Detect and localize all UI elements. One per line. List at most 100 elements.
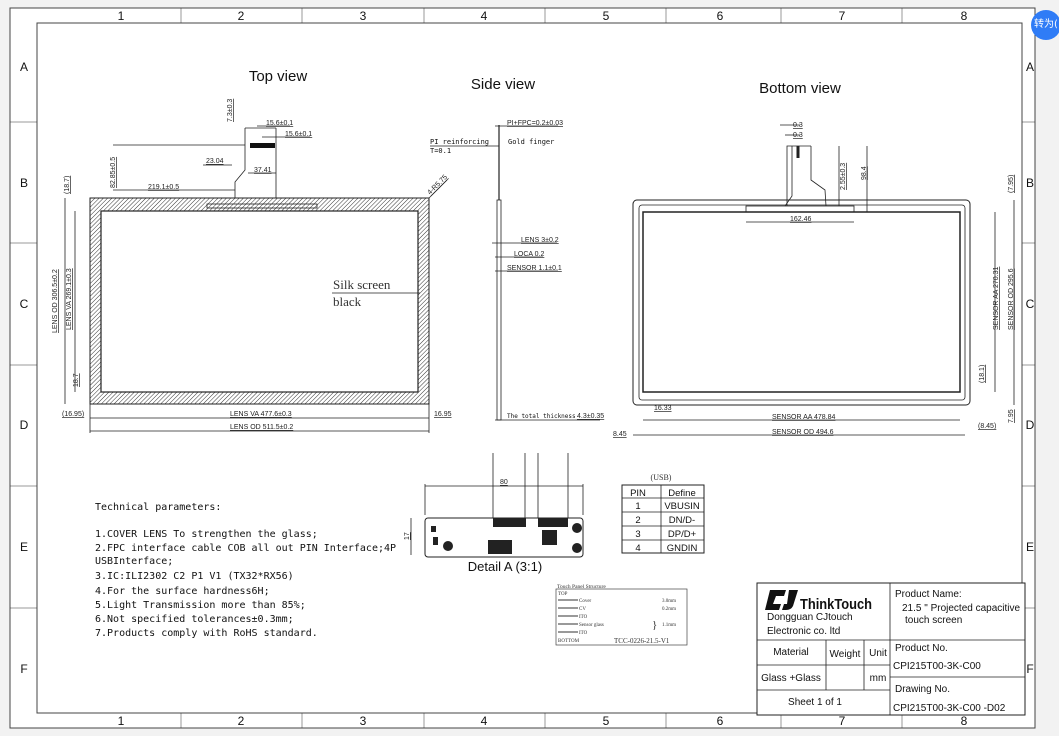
product-no-label: Product No. <box>895 643 948 654</box>
column-label: 6 <box>717 9 724 23</box>
detail-height-dim: 17 <box>404 532 411 540</box>
row-label: C <box>1026 297 1035 311</box>
unit-label: Unit <box>869 648 887 659</box>
tech-param-item: 6.Not specified tolerances±0.3mm; <box>95 614 294 625</box>
title-block: ThinkTouch Dongguan CJtouch Electronic c… <box>756 582 1026 716</box>
dimension-label: 98.4 <box>861 166 868 180</box>
dimension-label: 0.3 <box>793 132 803 139</box>
product-name: 21.5 " Projected capacitive <box>902 603 1021 614</box>
dimension-label: (8.45) <box>978 423 996 430</box>
row-label: D <box>1026 418 1035 432</box>
structure-top: TOP <box>558 592 568 597</box>
usb-caption: (USB) <box>651 473 672 482</box>
layer-label: ITO <box>579 615 588 620</box>
dimension-label: 7.95 <box>1008 409 1015 423</box>
dimension-label: 2.55±0.3 <box>840 163 847 190</box>
usb-define: GNDIN <box>667 543 698 554</box>
dimension-label: 37.41 <box>254 167 272 174</box>
column-label: 8 <box>961 714 968 728</box>
total-thickness-value: 4.3±0.35 <box>577 413 604 420</box>
usb-define: VBUSIN <box>664 501 700 512</box>
tech-param-item: USBInterface; <box>95 556 173 567</box>
dimension-label: 15.6±0.1 <box>285 131 312 138</box>
bottom-view-title: Bottom view <box>759 80 841 97</box>
svg-text:}: } <box>652 619 657 631</box>
column-label: 6 <box>717 714 724 728</box>
company-name: Dongguan CJtouch <box>767 612 853 623</box>
column-label: 7 <box>839 9 846 23</box>
pi-reinforcing-label: PI reinforcing <box>430 138 489 146</box>
row-label: E <box>20 540 28 554</box>
column-label: 3 <box>360 714 367 728</box>
pi-fpc-thickness: PI+FPC=0.2±0.03 <box>507 120 563 127</box>
column-label: 1 <box>118 714 125 728</box>
layer-value: 0.2mm <box>662 607 676 612</box>
viewing-area <box>100 210 419 393</box>
fpc-bond <box>206 203 318 209</box>
layer-value: 1.1mm <box>662 623 676 628</box>
convert-badge-button[interactable]: 转为( <box>1031 10 1059 40</box>
dimension-label: 219.1±0.5 <box>148 184 179 191</box>
top-view: Top view Silk screen black 7.3±0.3 15.6±… <box>52 68 452 433</box>
dimension-label: (18.1) <box>979 365 986 383</box>
usb-pin: 1 <box>635 501 640 512</box>
row-label: E <box>1026 540 1034 554</box>
dimension-label: (18.7) <box>64 176 71 194</box>
touch-panel-structure: Touch Panel Structure TOP Cover CV ITO S… <box>555 584 688 646</box>
company-name: Electronic co. ltd <box>767 626 840 637</box>
unit-value: mm <box>870 673 887 684</box>
sensor-thickness: SENSOR 1.1±0.1 <box>507 265 562 272</box>
dimension-label: LENS OD 306.5±0.2 <box>52 269 59 333</box>
gold-finger-label: Gold finger <box>508 138 554 146</box>
material-value: Glass +Glass <box>761 673 821 684</box>
structure-code: TCC-0226-21.5-V1 <box>614 637 670 645</box>
side-view: Side view PI+FPC=0.2±0.03 PI reinforcing… <box>430 76 604 421</box>
row-label: A <box>1026 60 1034 74</box>
bottom-view: Bottom view 0.3 0.3 2.55±0.3 98.4 162.46… <box>613 80 1015 438</box>
structure-bottom: BOTTOM <box>558 639 580 644</box>
dimension-label: (7.95) <box>1008 175 1015 193</box>
column-label: 2 <box>238 714 245 728</box>
silk-screen-label: Silk screen <box>333 277 391 292</box>
usb-header: PIN <box>630 488 646 499</box>
column-label: 4 <box>481 9 488 23</box>
column-label: 5 <box>603 714 610 728</box>
usb-pin-table: (USB) PIN Define 1 VBUSIN 2 DN/D- 3 DP/D… <box>621 473 705 554</box>
tech-params-heading: Technical parameters: <box>95 502 221 513</box>
column-label: 5 <box>603 9 610 23</box>
product-name-label: Product Name: <box>895 589 962 600</box>
usb-pin: 2 <box>635 515 640 526</box>
column-label: 2 <box>238 9 245 23</box>
dimension-label: 15.6±0.1 <box>266 120 293 127</box>
layer-label: Sensor glass <box>579 623 604 628</box>
layer-label: CV <box>579 607 586 612</box>
dimension-label: 23.04 <box>206 158 224 165</box>
usb-define: DN/D- <box>669 515 695 526</box>
dimension-label: SENSOR OD 295.6 <box>1008 268 1015 330</box>
pi-reinforcing-thickness: T=0.1 <box>430 147 451 155</box>
product-no: CPI215T00-3K-C00 <box>893 661 981 672</box>
detail-title: Detail A (3:1) <box>468 559 542 574</box>
dimension-label: LENS OD 511.5±0.2 <box>230 424 293 431</box>
detail-a: 80 17 Detail A (3:1) <box>404 453 584 574</box>
layer-label: Cover <box>579 599 592 604</box>
usb-define: DP/D+ <box>668 529 697 540</box>
tech-param-item: 2.FPC interface cable COB all out PIN In… <box>95 543 396 554</box>
dimension-label: 162.46 <box>790 216 812 223</box>
dimension-label: SENSOR OD 494.6 <box>772 429 834 436</box>
tech-param-item: 5.Light Transmission more than 85%; <box>95 600 306 611</box>
dimension-label: 18.7 <box>73 373 80 387</box>
svg-text:ThinkTouch: ThinkTouch <box>800 596 872 613</box>
layer-value: 3.0mm <box>662 599 676 604</box>
drawing-no-label: Drawing No. <box>895 684 950 695</box>
row-label: C <box>20 297 29 311</box>
drawing-no: CPI215T00-3K-C00 -D02 <box>893 703 1006 714</box>
material-label: Material <box>773 647 809 658</box>
cj-thinktouch-logo: ThinkTouch <box>765 590 872 613</box>
column-label: 4 <box>481 714 488 728</box>
usb-header: Define <box>668 488 695 499</box>
row-label: F <box>20 662 27 676</box>
dimension-label: 0.3 <box>793 122 803 129</box>
detail-width-dim: 80 <box>500 479 508 486</box>
